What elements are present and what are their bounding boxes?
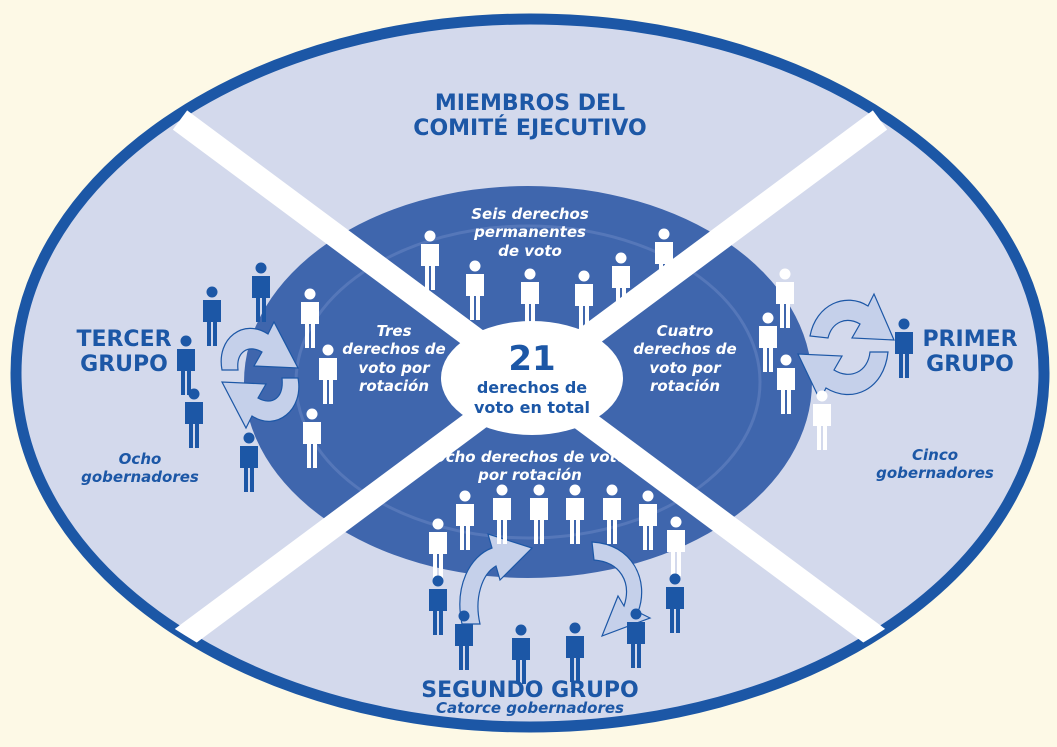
first-group-count: Cinco gobernadores (876, 446, 994, 483)
second-group-seats-label: Ocho derechos de voto por rotación (432, 448, 628, 485)
third-group-label: TERCER GRUPO (76, 327, 172, 378)
first-group-label: PRIMER GRUPO (922, 327, 1018, 378)
diagram-title: MIEMBROS DEL COMITÉ EJECUTIVO (413, 91, 647, 142)
third-group-rotation-arrows (220, 320, 300, 430)
third-group-seats-label: Tres derechos de voto por rotación (342, 322, 446, 395)
permanent-seats-label: Seis derechos permanentes de voto (471, 205, 589, 260)
third-group-count: Ocho gobernadores (81, 450, 199, 487)
first-group-rotation-arrows (797, 292, 895, 402)
second-group-label: SEGUNDO GRUPO (421, 678, 639, 703)
first-group-seats-label: Cuatro derechos de voto por rotación (633, 322, 737, 395)
second-group-count: Catorce gobernadores (436, 699, 624, 717)
total-votes-number: 21 (508, 339, 556, 379)
total-votes-text: derechos de voto en total (473, 378, 590, 417)
center-hub (441, 321, 623, 435)
